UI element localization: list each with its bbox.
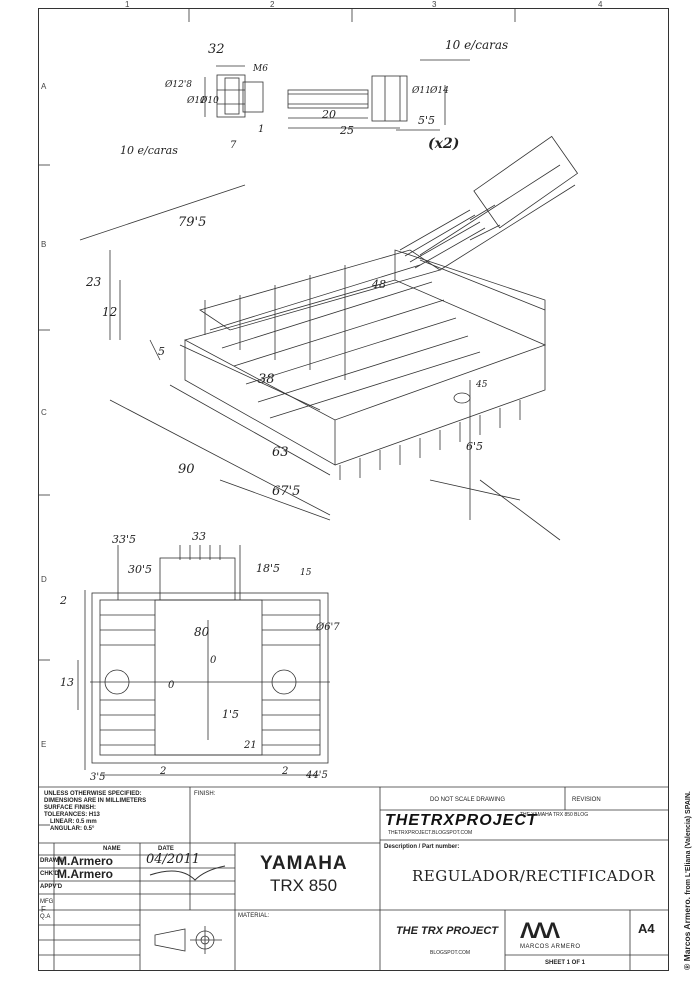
zone-row-b: B (41, 240, 47, 249)
regulator-plan-view (77, 545, 330, 776)
terminal-bolt-view (287, 59, 470, 131)
tb-name-header: NAME (103, 846, 121, 852)
dim-5: 5 (158, 345, 165, 358)
tb-description-label: Description / Part number: (384, 844, 460, 850)
dim-18-5: 18'5 (256, 562, 281, 575)
sheet-size: A4 (638, 921, 655, 936)
dim-7: 7 (230, 140, 237, 151)
tb-drawn-label: DRAWN (40, 858, 63, 864)
drawn-date: 04/2011 (146, 852, 201, 867)
tb-tolerances: TOLERANCES: H13 (44, 812, 100, 818)
blog-tagline: THE YAMAHA TRX 850 BLOG (520, 812, 589, 818)
dim-dia-10: Ø10 (200, 96, 219, 106)
ma-logo-text: MARCOS ARMERO (520, 944, 581, 950)
dim-dia-12-8: Ø12'8 (165, 80, 193, 90)
dim-dia-11-left: Ø11 (187, 96, 206, 106)
dim-80: 80 (194, 625, 210, 639)
credit-place: from L'Eliana (Valencia) SPAIN. (685, 791, 692, 895)
dim-2-bottom-left: 2 (160, 766, 167, 777)
dim-dia-6-7: Ø6'7 (316, 622, 340, 633)
dim-38: 38 (258, 372, 275, 387)
zone-row-a: A (41, 82, 47, 91)
zone-row-f: F (41, 905, 46, 914)
dim-0-a: 0 (210, 655, 217, 666)
dim-0-b: 0 (168, 680, 175, 691)
zone-col-4: 4 (598, 0, 603, 9)
zone-col-1: 1 (125, 0, 130, 9)
dim-79-5: 79'5 (178, 215, 207, 230)
dim-2-top: 2 (60, 594, 67, 607)
dim-21: 21 (244, 740, 257, 751)
company-name: YAMAHA (260, 853, 348, 874)
tb-linear: LINEAR: 0.5 mm (50, 819, 97, 825)
quantity-x2: (x2) (428, 136, 460, 152)
tb-appvd-label: APPV'D (40, 884, 63, 890)
dim-44-5: 44'5 (306, 770, 328, 781)
part-name: REGULADOR/RECTIFICADOR (412, 867, 656, 885)
zone-col-3: 3 (432, 0, 437, 9)
tb-revision: REVISION (572, 797, 601, 803)
dim-33: 33 (192, 530, 206, 543)
tb-mfg-label: MFG (40, 899, 54, 905)
tb-unless: UNLESS OTHERWISE SPECIFIED: (44, 791, 142, 797)
dim-25: 25 (340, 124, 354, 137)
drawing-frame (38, 8, 669, 971)
zone-row-d: D (41, 575, 47, 584)
tb-qa-label: Q.A (40, 914, 51, 920)
dim-67-5: 67'5 (272, 484, 301, 499)
zone-row-e: E (41, 740, 47, 749)
title-block-grid (38, 786, 669, 971)
dim-23: 23 (86, 275, 102, 289)
dim-45: 45 (476, 380, 488, 390)
regulator-isometric (79, 135, 579, 541)
dim-12: 12 (102, 305, 118, 319)
ma-logo-mark: ΛΛΛ (520, 918, 560, 943)
tb-date-header: DATE (158, 846, 174, 852)
tb-material: MATERIAL: (238, 913, 270, 919)
label-faces-top: 10 e/caras (445, 38, 509, 52)
dim-33-5: 33'5 (112, 533, 137, 546)
tb-surface: SURFACE FINISH: (44, 805, 97, 811)
dim-90: 90 (178, 462, 195, 477)
dim-3-5: 3'5 (90, 772, 106, 783)
terminal-end-view (204, 65, 264, 118)
dim-20: 20 (322, 108, 336, 121)
tb-chkd-label: CHK'D (40, 871, 59, 877)
dim-m6: M6 (253, 64, 268, 74)
dim-6-5: 6'5 (466, 440, 484, 453)
tb-dimensions: DIMENSIONS ARE IN MILLIMETERS (44, 798, 147, 804)
dim-48: 48 (372, 278, 386, 291)
tb-angular: ANGULAR: 0.5° (50, 826, 95, 832)
dim-15: 15 (300, 568, 312, 578)
sheet-number: SHEET 1 OF 1 (545, 960, 586, 966)
drawn-name: M.Armero (57, 854, 114, 868)
dim-30-5: 30'5 (128, 563, 153, 576)
trx-project-logo-url: BLOGSPOT.COM (430, 950, 471, 956)
dim-dia-14: Ø14 (430, 86, 449, 96)
dim-5-5: 5'5 (418, 114, 436, 127)
tb-finish: FINISH: (194, 791, 216, 797)
model-name: TRX 850 (270, 876, 338, 895)
dim-dia-11-right: Ø11 (412, 86, 431, 96)
dim-1: 1 (258, 124, 265, 135)
zone-row-c: C (41, 408, 47, 417)
blog-url: THETRXPROJECT.BLOGSPOT.COM (388, 830, 473, 836)
dim-32: 32 (208, 42, 225, 57)
blog-logo: THETRXPROJECT (385, 812, 538, 829)
tb-do-not-scale: DO NOT SCALE DRAWING (430, 797, 506, 803)
trx-project-logo: THE TRX PROJECT (395, 925, 499, 937)
dim-63: 63 (272, 445, 289, 460)
dim-13: 13 (60, 676, 74, 689)
credit-name: ® Marcos Armero. (682, 896, 692, 970)
dim-2-bottom-right: 2 (282, 766, 289, 777)
dim-1-5: 1'5 (222, 708, 240, 721)
zone-col-2: 2 (270, 0, 275, 9)
label-faces-left: 10 e/caras (120, 144, 178, 157)
author-credit: ® Marcos Armero. from L'Eliana (Valencia… (682, 791, 692, 970)
chkd-name: M.Armero (57, 867, 114, 881)
